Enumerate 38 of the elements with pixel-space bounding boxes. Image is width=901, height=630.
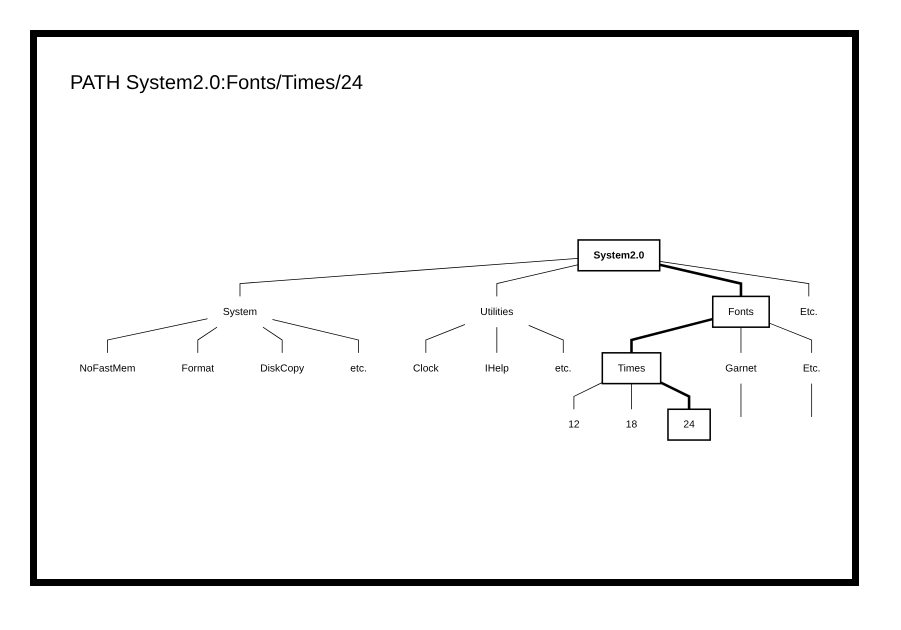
connector — [811, 383, 812, 418]
connector — [660, 381, 690, 410]
node-box: Fonts — [712, 296, 770, 328]
node-text: Utilities — [480, 306, 514, 318]
node-text: etc. — [554, 362, 572, 374]
connector — [528, 324, 564, 354]
node-text: Garnet — [725, 362, 757, 374]
connector — [659, 261, 810, 297]
connector — [262, 326, 283, 354]
connector — [496, 326, 498, 354]
connector — [197, 326, 218, 354]
path-title: PATH System2.0:Fonts/Times/24 — [70, 72, 364, 95]
node-box: Times — [602, 352, 662, 384]
connector — [630, 318, 714, 353]
node-text: etc. — [350, 362, 367, 374]
connector — [425, 324, 466, 354]
node-text: 18 — [626, 419, 638, 430]
connector — [272, 319, 359, 354]
node-text: DiskCopy — [260, 362, 304, 374]
node-text: 12 — [568, 419, 580, 430]
connector — [240, 258, 578, 297]
node-box: 24 — [667, 408, 711, 441]
connector — [631, 383, 632, 410]
connector — [107, 318, 208, 354]
node-text: IHelp — [484, 362, 509, 374]
node-box: System2.0 — [577, 239, 660, 272]
connector — [496, 264, 578, 297]
node-text: Etc. — [800, 306, 818, 318]
connector — [574, 382, 603, 410]
node-text: Etc. — [802, 362, 821, 374]
connector — [659, 264, 742, 296]
connector — [740, 383, 742, 418]
connector — [768, 322, 812, 354]
node-text: NoFastMem — [79, 362, 136, 374]
connector — [740, 326, 742, 354]
node-text: Clock — [413, 362, 439, 374]
node-text: Format — [182, 362, 214, 374]
node-text: System — [222, 306, 258, 318]
